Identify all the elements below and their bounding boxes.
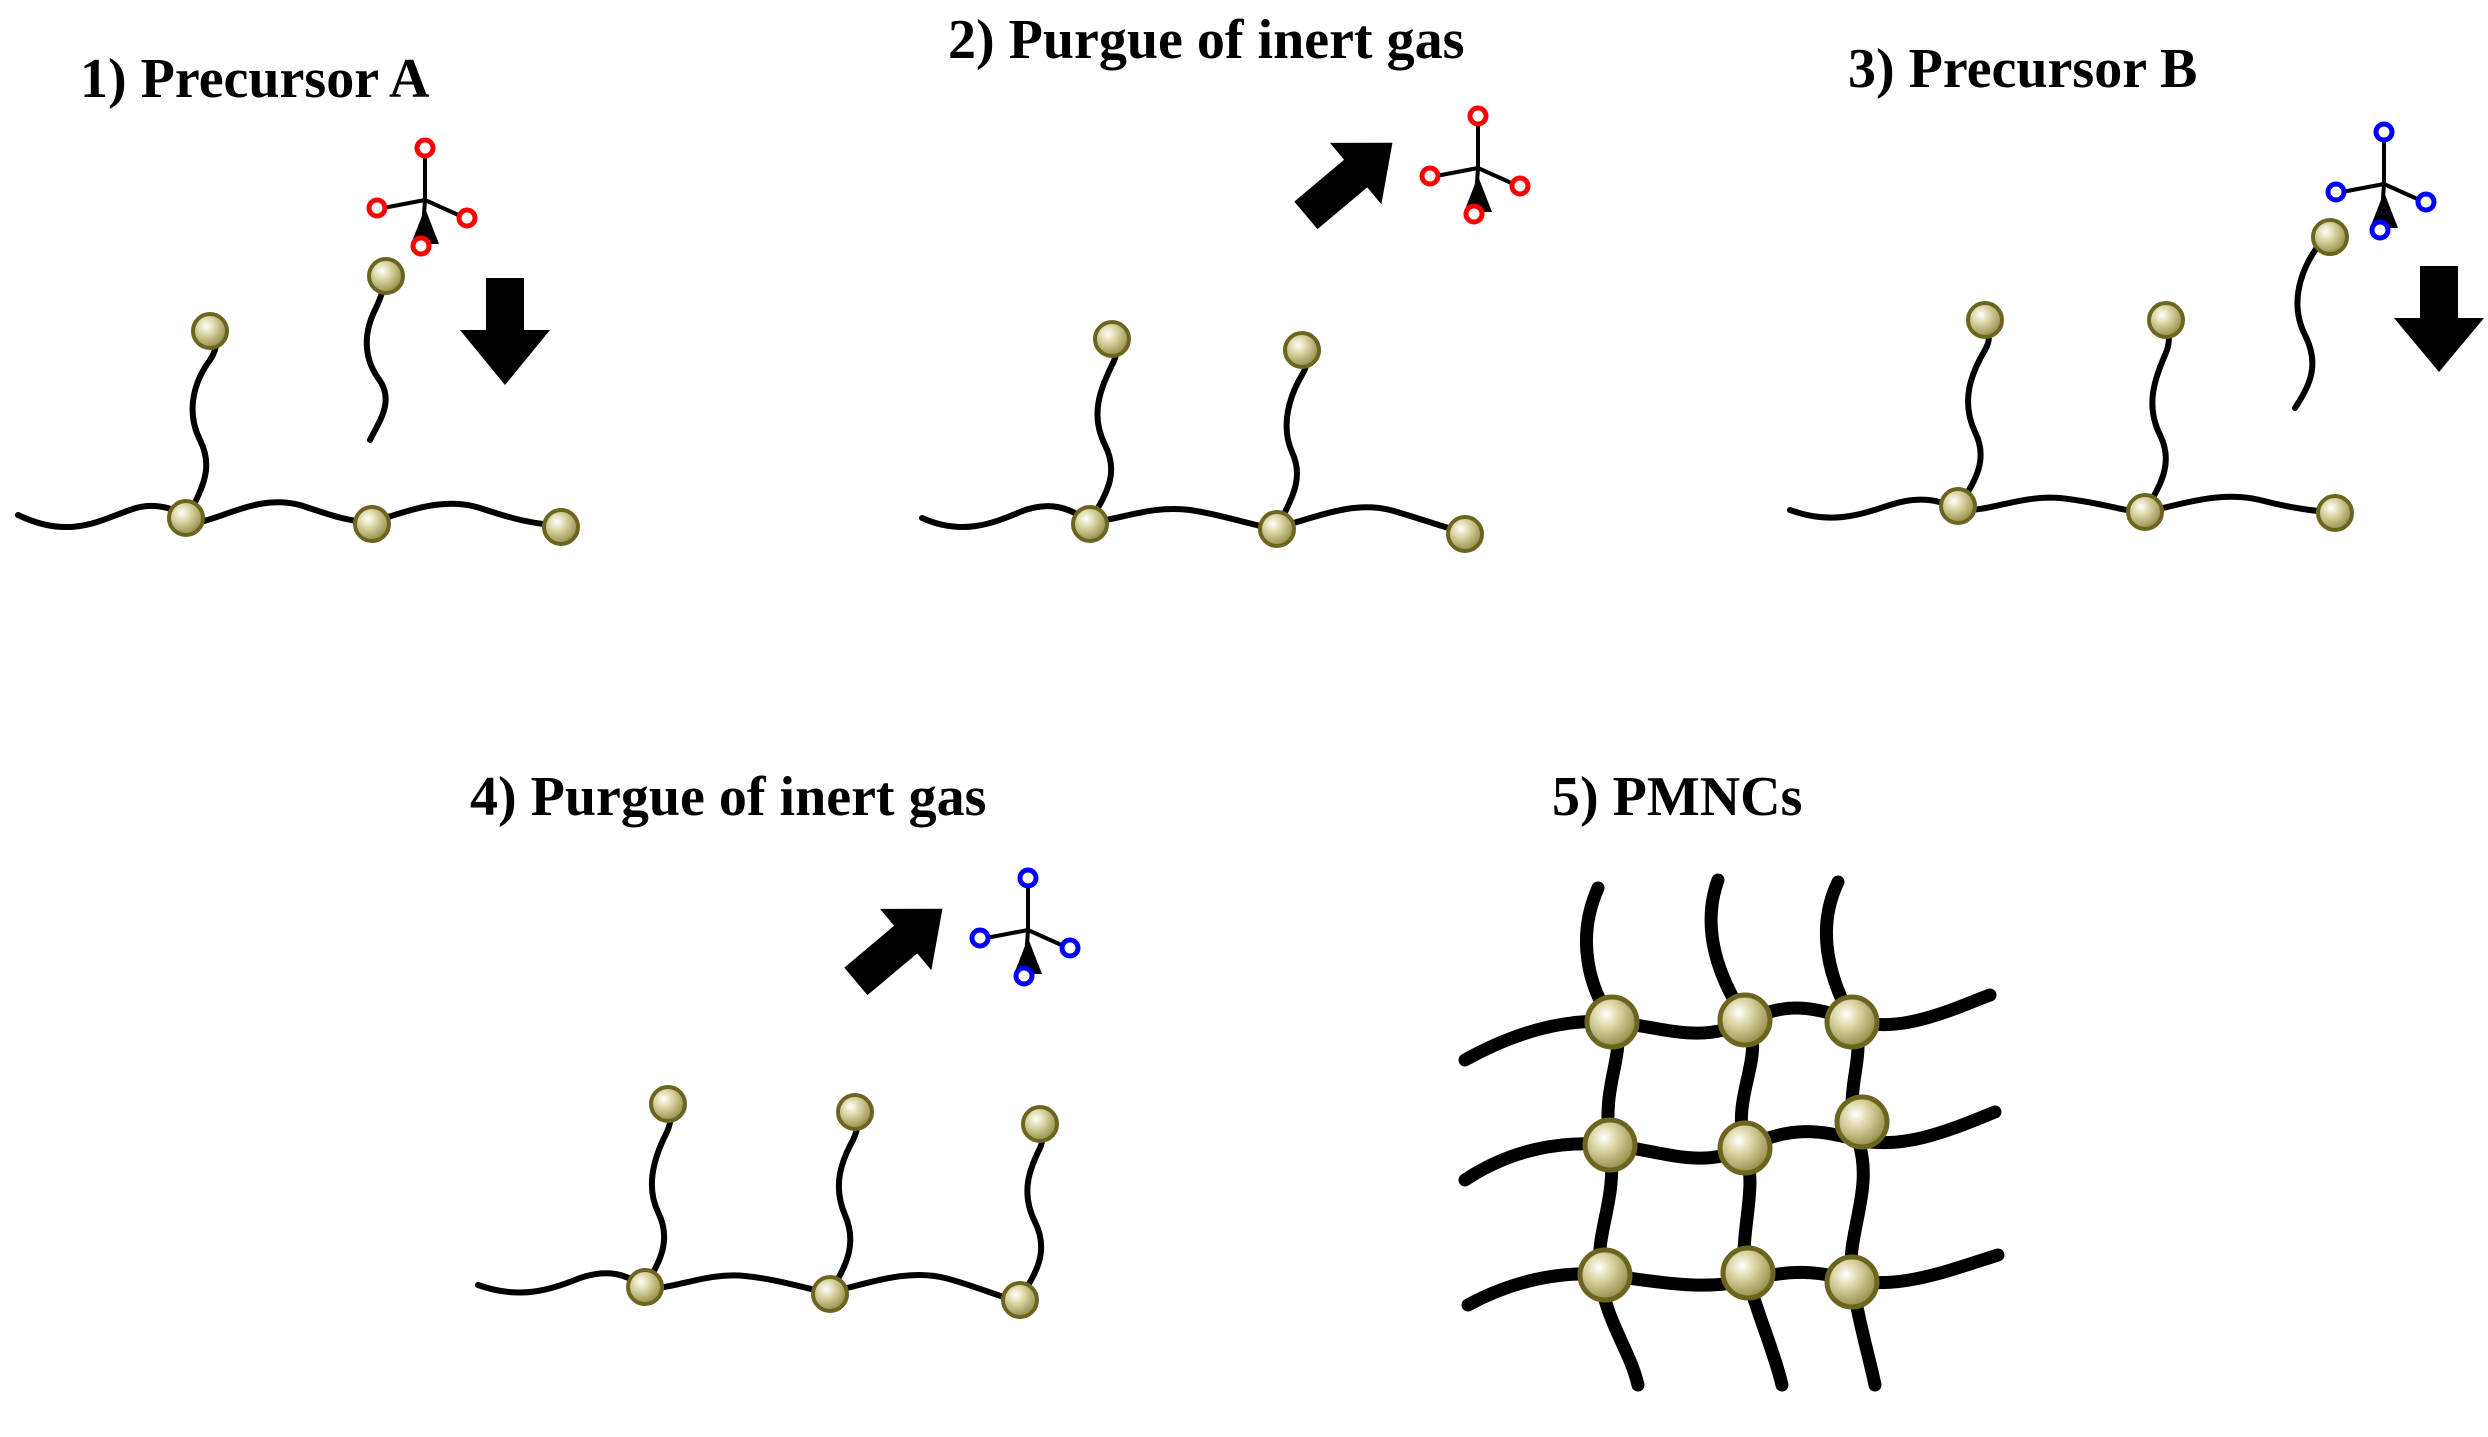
- particle: [1584, 994, 1640, 1050]
- particle: [1720, 1245, 1776, 1301]
- particle: [1093, 320, 1131, 358]
- particle: [1001, 1281, 1039, 1319]
- polymer-backbone: [919, 503, 1468, 535]
- particle: [2126, 493, 2164, 531]
- up-right-arrow-icon: [844, 908, 943, 996]
- molecule-icon: [1419, 105, 1531, 225]
- particle: [542, 508, 580, 546]
- step-2-label: 2) Purgue of inert gas: [948, 9, 1464, 71]
- particle: [649, 1085, 687, 1123]
- panel-precursor-a: [15, 137, 580, 546]
- particle: [353, 505, 391, 543]
- particle: [1939, 487, 1977, 525]
- particle: [1283, 331, 1321, 369]
- particle: [1582, 1117, 1638, 1173]
- panel-purge-2: [475, 867, 1081, 1319]
- panel-precursor-b: [1787, 121, 2484, 532]
- panel-purge-1: [919, 105, 1531, 553]
- molecule-icon: [366, 137, 478, 257]
- particle: [1258, 510, 1296, 548]
- polymer-side-chain: [1087, 337, 1120, 525]
- step-4-label: 4) Purgue of inert gas: [470, 766, 986, 828]
- particle: [2147, 301, 2185, 339]
- up-right-arrow-icon: [1294, 142, 1393, 230]
- particle: [1446, 515, 1484, 553]
- particle: [367, 257, 405, 295]
- particle: [1717, 992, 1773, 1048]
- molecule-icon: [969, 867, 1081, 987]
- polymer-backbone: [475, 1270, 1023, 1303]
- step-3-label: 3) Precursor B: [1848, 38, 2197, 100]
- particle: [1966, 301, 2004, 339]
- panel-pmncs-network: [1458, 873, 2005, 1392]
- down-arrow-icon: [2394, 266, 2484, 372]
- particle: [167, 499, 205, 537]
- polymer-side-chain: [185, 327, 220, 521]
- particle: [2311, 218, 2349, 256]
- particle: [626, 1268, 664, 1306]
- polymer-side-chain: [1955, 319, 1992, 511]
- molecule-icon: [2325, 121, 2437, 241]
- particle: [1824, 994, 1880, 1050]
- polymer-side-chain: [2142, 319, 2172, 515]
- particle: [836, 1093, 874, 1131]
- particle: [811, 1275, 849, 1313]
- step-1-label: 1) Precursor A: [80, 48, 430, 110]
- polymer-side-chain: [642, 1102, 674, 1289]
- particle: [2316, 494, 2354, 532]
- polymer-side-chain: [827, 1109, 861, 1295]
- particle: [191, 312, 229, 350]
- particle: [1824, 1254, 1880, 1310]
- step-5-label: 5) PMNCs: [1552, 766, 1802, 828]
- down-arrow-icon: [460, 278, 550, 385]
- polymer-backbone: [15, 499, 563, 531]
- particle: [1021, 1105, 1059, 1143]
- polymer-backbone: [1787, 493, 2338, 521]
- particle: [1717, 1120, 1773, 1176]
- polymer-side-chain: [1017, 1121, 1046, 1301]
- polymer-side-chain: [1275, 347, 1310, 530]
- particle: [1834, 1094, 1890, 1150]
- polymer-side-chain: [363, 275, 389, 443]
- particle: [1071, 505, 1109, 543]
- polymer-side-chain: [2292, 232, 2330, 411]
- particle: [1577, 1247, 1633, 1303]
